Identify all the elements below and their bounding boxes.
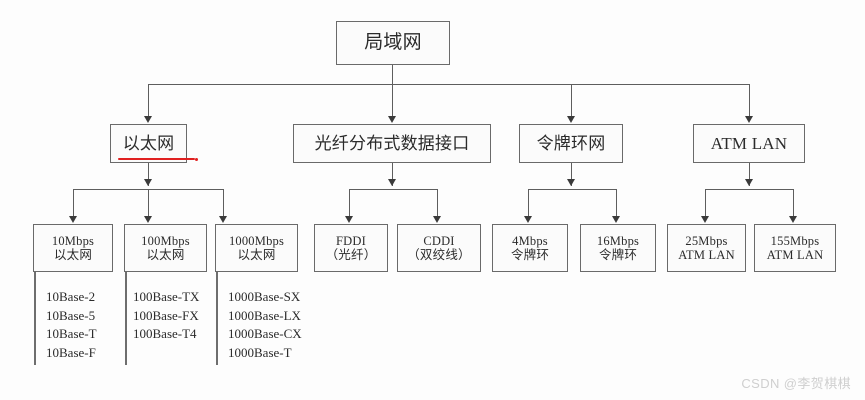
node-label: 局域网 [364, 32, 422, 54]
list-item: 100Base-FX [133, 307, 199, 323]
connector-ethernet-to-100mbps [148, 189, 150, 217]
node-ethernet-1000mbps: 1000Mbps 以太网 [215, 224, 298, 272]
connector-root-bus [148, 84, 749, 86]
list-rule-100base [125, 272, 128, 365]
arrowhead-atm-lan [745, 116, 753, 123]
list-item: 1000Base-CX [228, 326, 302, 341]
arrowhead-token-ring [567, 116, 575, 123]
annotation-underline-ethernet [118, 158, 195, 160]
node-atm-lan-25mbps: 25Mbps ATM LAN [667, 224, 746, 272]
connector-token-ring-to-4mbps [528, 189, 530, 217]
arrowhead-fddi-stem [388, 179, 396, 186]
arrowhead-fddi-fiber [345, 216, 353, 223]
arrowhead-100mbps [144, 216, 152, 223]
node-atm-lan: ATM LAN [693, 124, 805, 163]
connector-atm-lan-stem [749, 163, 751, 186]
arrowhead-10mbps [69, 216, 77, 223]
arrowhead-ethernet-stem [144, 179, 152, 186]
node-fddi-fiber: FDDI （光纤） [314, 224, 388, 272]
node-fddi: 光纤分布式数据接口 [293, 124, 491, 163]
connector-atm-to-25mbps [705, 189, 707, 217]
node-ethernet-100mbps: 100Mbps 以太网 [124, 224, 207, 272]
arrowhead-16mbps [612, 216, 620, 223]
arrowhead-fddi [388, 116, 396, 123]
connector-atm-to-155mbps [793, 189, 795, 217]
node-label-line1: 10Mbps [51, 234, 95, 248]
connector-fddi-to-cddi [437, 189, 439, 217]
connector-fddi-to-fddi-fiber [349, 189, 351, 217]
annotation-underline-dot [195, 158, 198, 161]
connector-ethernet-to-10mbps [73, 189, 75, 217]
connector-root-to-token-ring [571, 84, 573, 117]
node-label-line2: ATM LAN [766, 248, 824, 262]
watermark: CSDN @李贺棋棋 [741, 376, 851, 391]
connector-token-ring-to-16mbps [616, 189, 618, 217]
standards-10base: 10Base-2 10Base-5 10Base-T 10Base-F [46, 288, 97, 362]
list-item: 1000Base-SX [228, 289, 301, 304]
node-label-line2: （光纤） [325, 248, 377, 262]
standards-100base: 100Base-TX 100Base-FX 100Base-T4 [133, 288, 199, 344]
list-rule-1000base [216, 272, 219, 365]
node-ethernet-10mbps: 10Mbps 以太网 [33, 224, 113, 272]
node-label-line1: 1000Mbps [228, 234, 285, 248]
node-lan-root: 局域网 [336, 21, 450, 65]
node-token-ring: 令牌环网 [519, 124, 623, 163]
node-label-line2: 令牌环 [510, 248, 550, 262]
node-label-line2: 令牌环 [598, 248, 638, 262]
connector-atm-lan-bus [705, 189, 794, 191]
arrowhead-1000mbps [219, 216, 227, 223]
node-token-ring-4mbps: 4Mbps 令牌环 [492, 224, 568, 272]
list-item: 10Base-T [46, 326, 97, 341]
node-label-line2: 以太网 [146, 248, 185, 262]
connector-token-ring-stem [571, 163, 573, 186]
list-item: 100Base-TX [133, 289, 200, 304]
node-label: 令牌环网 [536, 133, 606, 153]
standards-1000base: 1000Base-SX 1000Base-LX 1000Base-CX 1000… [228, 288, 302, 362]
connector-ethernet-stem [148, 163, 150, 186]
connector-root-to-atm-lan [749, 84, 751, 117]
arrowhead-token-ring-stem [567, 179, 575, 186]
connector-token-ring-bus [528, 189, 617, 191]
node-label: 光纤分布式数据接口 [314, 133, 470, 153]
node-ethernet: 以太网 [110, 124, 187, 163]
node-token-ring-16mbps: 16Mbps 令牌环 [580, 224, 656, 272]
node-label-line1: 4Mbps [512, 234, 548, 248]
list-item: 10Base-2 [46, 289, 96, 304]
node-label-line1: CDDI [423, 234, 455, 248]
node-label-line2: 以太网 [237, 248, 276, 262]
list-item: 1000Base-LX [228, 307, 301, 323]
connector-fddi-stem [392, 163, 394, 186]
node-label-line2: ATM LAN [678, 248, 735, 262]
node-label-line1: 16Mbps [596, 234, 640, 248]
arrowhead-atm-lan-stem [745, 179, 753, 186]
node-label-line1: 25Mbps [685, 234, 728, 248]
node-label: 以太网 [122, 133, 175, 153]
arrowhead-cddi [433, 216, 441, 223]
node-label-line1: FDDI [336, 234, 366, 248]
connector-root-to-ethernet [148, 84, 150, 117]
list-item: 1000Base-T [228, 344, 292, 360]
node-atm-lan-155mbps: 155Mbps ATM LAN [754, 224, 836, 272]
list-item: 10Base-5 [46, 307, 96, 323]
connector-root-to-fddi [392, 84, 394, 117]
list-item: 100Base-T4 [133, 326, 197, 341]
connector-root-stem [392, 65, 394, 84]
connector-fddi-bus [349, 189, 438, 191]
arrowhead-25mbps [701, 216, 709, 223]
arrowhead-4mbps [524, 216, 532, 223]
node-label-line1: 155Mbps [770, 234, 820, 248]
node-label: ATM LAN [710, 133, 788, 153]
list-item: 10Base-F [46, 344, 96, 360]
list-rule-10base [34, 272, 37, 365]
arrowhead-155mbps [789, 216, 797, 223]
arrowhead-ethernet [144, 116, 152, 123]
node-cddi-twisted-pair: CDDI （双绞线） [397, 224, 481, 272]
node-label-line2: （双绞线） [407, 248, 471, 262]
node-label-line2: 以太网 [53, 248, 93, 262]
node-label-line1: 100Mbps [141, 234, 190, 248]
connector-ethernet-to-1000mbps [223, 189, 225, 217]
